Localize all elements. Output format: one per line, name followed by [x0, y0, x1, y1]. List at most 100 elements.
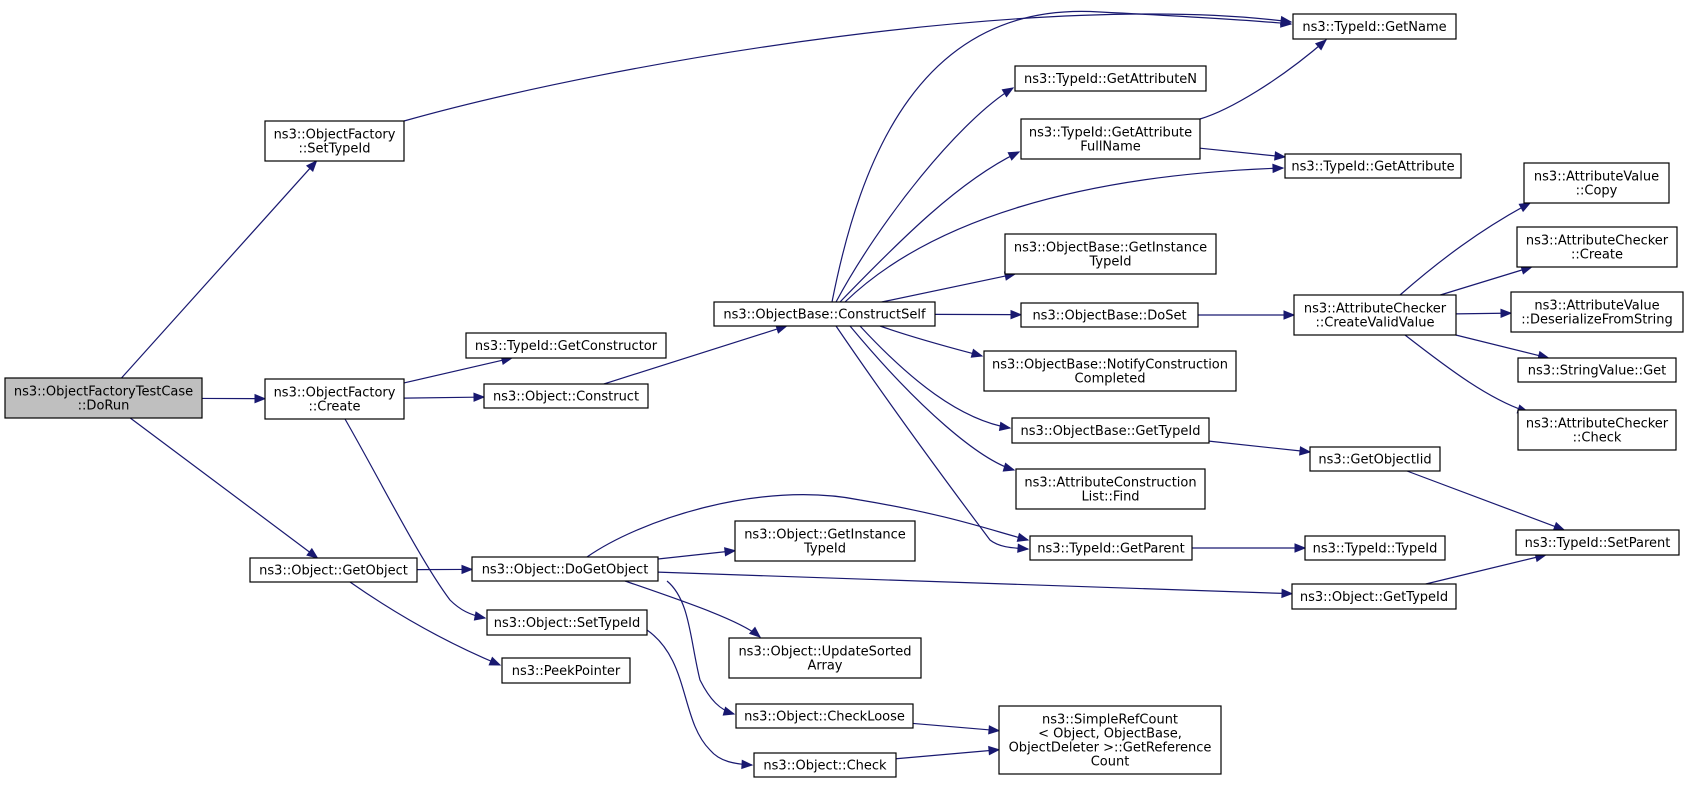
edges-layer — [121, 10, 1566, 770]
node-label-line: ns3::ObjectFactory — [274, 386, 396, 401]
node-box — [264, 120, 405, 162]
node-label-line: ns3::AttributeConstruction — [1024, 476, 1196, 491]
node-box — [1515, 529, 1680, 556]
node-tid_getconstructor[interactable]: ns3::TypeId::GetConstructor — [465, 332, 667, 359]
edge-ob_constructself-to-ob_getinstancetypeid — [881, 271, 1017, 303]
node-ob_doset[interactable]: ns3::ObjectBase::DoSet — [1020, 302, 1199, 328]
node-label-line: ::Create — [1571, 248, 1623, 263]
node-label-line: ns3::TypeId::GetParent — [1037, 542, 1185, 557]
node-label-line: ns3::AttributeChecker — [1526, 234, 1669, 249]
node-label-line: ns3::ObjectBase::NotifyConstruction — [992, 358, 1228, 373]
node-ob_notifyconstructioncompleted[interactable]: ns3::ObjectBase::NotifyConstructionCompl… — [983, 350, 1237, 392]
node-box — [1292, 13, 1457, 40]
edge-ob_constructself-to-acl_find — [849, 325, 1016, 472]
node-tid_typeid[interactable]: ns3::TypeId::TypeId — [1304, 535, 1446, 561]
node-label-line: ns3::Object::Construct — [493, 390, 639, 405]
node-tid_setparent[interactable]: ns3::TypeId::SetParent — [1515, 529, 1680, 556]
edge-obj_getobject-to-peekpointer — [349, 581, 502, 666]
edge-obj_dogetobject-to-obj_getinstancetypeid — [657, 547, 737, 560]
node-box — [1011, 417, 1210, 444]
node-box — [1304, 535, 1446, 561]
node-label-line: ns3::TypeId::SetParent — [1525, 536, 1671, 551]
node-tid_getname[interactable]: ns3::TypeId::GetName — [1292, 13, 1457, 40]
edge-tid_getattributefullname-to-tid_getattribute — [1199, 147, 1287, 161]
node-ac_create[interactable]: ns3::AttributeChecker::Create — [1516, 226, 1678, 268]
node-label-line: ns3::ObjectBase::GetTypeId — [1021, 424, 1201, 439]
node-label-line: ns3::ObjectFactoryTestCase — [14, 385, 193, 400]
node-label-line: ns3::Object::SetTypeId — [494, 616, 640, 631]
edge-getobjectiid-to-tid_setparent — [1406, 470, 1566, 531]
node-simplerefcount[interactable]: ns3::SimpleRefCount< Object, ObjectBase,… — [998, 705, 1222, 775]
node-label-line: ns3::TypeId::GetAttribute — [1029, 126, 1192, 141]
node-ob_constructself[interactable]: ns3::ObjectBase::ConstructSelf — [713, 301, 936, 327]
node-box — [264, 378, 405, 420]
node-av_deserialize[interactable]: ns3::AttributeValue::DeserializeFromStri… — [1510, 291, 1684, 333]
node-tid_getattribute[interactable]: ns3::TypeId::GetAttribute — [1284, 153, 1462, 179]
node-dorun[interactable]: ns3::ObjectFactoryTestCase::DoRun — [4, 377, 203, 419]
node-box — [983, 350, 1237, 392]
edge-ob_constructself-to-ob_notifyconstructioncompleted — [879, 325, 984, 358]
node-of_create[interactable]: ns3::ObjectFactory::Create — [264, 378, 405, 420]
node-box — [735, 703, 914, 729]
edge-obj_dogetobject-to-obj_checkloose — [666, 580, 736, 716]
node-sv_get[interactable]: ns3::StringValue::Get — [1517, 357, 1677, 383]
edge-ob_constructself-to-tid_getname — [831, 10, 1293, 303]
node-label-line: ::Copy — [1576, 184, 1618, 199]
node-box — [1309, 446, 1441, 472]
edge-ac_createvalidvalue-to-av_copy — [1399, 202, 1532, 296]
node-label-line: ns3::TypeId::TypeId — [1313, 542, 1438, 557]
node-label-line: Array — [807, 659, 842, 674]
node-box — [1517, 409, 1677, 451]
edge-ob_constructself-to-ob_gettypeid — [859, 325, 1012, 432]
node-label-line: ns3::TypeId::GetAttribute — [1291, 160, 1454, 175]
node-obj_construct[interactable]: ns3::Object::Construct — [483, 383, 649, 409]
node-box — [1516, 226, 1678, 268]
node-label-line: ns3::Object::UpdateSorted — [738, 645, 911, 660]
node-label-line: ns3::ObjectFactory — [274, 128, 396, 143]
node-obj_getobject[interactable]: ns3::Object::GetObject — [249, 557, 418, 583]
node-label-line: ns3::Object::CheckLoose — [744, 710, 905, 725]
node-box — [998, 705, 1222, 775]
node-box — [1029, 535, 1193, 561]
node-box — [1293, 294, 1457, 336]
node-label-line: ::SetTypeId — [298, 142, 370, 157]
node-box — [753, 752, 897, 778]
node-label-line: ns3::Object::GetObject — [259, 564, 408, 579]
node-box — [4, 377, 203, 419]
node-ac_createvalidvalue[interactable]: ns3::AttributeChecker::CreateValidValue — [1293, 294, 1457, 336]
node-tid_getparent[interactable]: ns3::TypeId::GetParent — [1029, 535, 1193, 561]
node-box — [1015, 468, 1206, 510]
node-getobjectiid[interactable]: ns3::GetObjectIid — [1309, 446, 1441, 472]
edge-obj_settypeid-to-obj_check — [646, 629, 754, 770]
node-peekpointer[interactable]: ns3::PeekPointer — [501, 657, 631, 684]
node-label-line: List::Find — [1081, 490, 1139, 505]
node-obj_dogetobject[interactable]: ns3::Object::DoGetObject — [471, 556, 659, 582]
edge-dorun-to-of_create — [201, 393, 267, 404]
node-label-line: ns3::TypeId::GetAttributeN — [1024, 72, 1197, 87]
node-box — [1020, 302, 1199, 328]
node-av_copy[interactable]: ns3::AttributeValue::Copy — [1523, 162, 1670, 204]
node-obj_checkloose[interactable]: ns3::Object::CheckLoose — [735, 703, 914, 729]
node-box — [486, 609, 648, 636]
node-obj_gettypeid[interactable]: ns3::Object::GetTypeId — [1291, 583, 1457, 610]
node-label-line: ns3::Object::DoGetObject — [482, 563, 649, 578]
node-ac_check[interactable]: ns3::AttributeChecker::Check — [1517, 409, 1677, 451]
edge-dorun-to-obj_getobject — [129, 417, 319, 559]
node-label-line: ObjectDeleter >::GetReference — [1009, 741, 1212, 756]
node-obj_settypeid[interactable]: ns3::Object::SetTypeId — [486, 609, 648, 636]
node-label-line: ::DeserializeFromString — [1521, 313, 1673, 328]
node-ob_gettypeid[interactable]: ns3::ObjectBase::GetTypeId — [1011, 417, 1210, 444]
edge-ob_constructself-to-tid_getparent — [835, 325, 1030, 553]
node-label-line: ns3::ObjectBase::DoSet — [1032, 309, 1186, 324]
node-obj_check[interactable]: ns3::Object::Check — [753, 752, 897, 778]
node-tid_getattributen[interactable]: ns3::TypeId::GetAttributeN — [1014, 65, 1207, 92]
node-label-line: ns3::ObjectBase::GetInstance — [1014, 241, 1207, 256]
node-of_settypeid[interactable]: ns3::ObjectFactory::SetTypeId — [264, 120, 405, 162]
node-box — [1523, 162, 1670, 204]
